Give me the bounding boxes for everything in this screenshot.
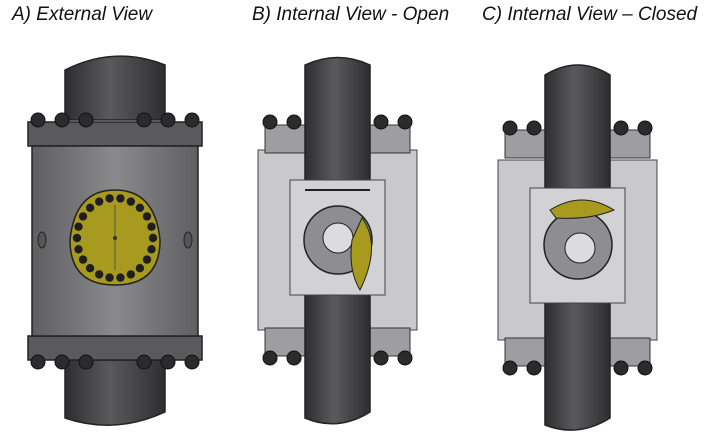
cover-bolt-icon <box>142 255 152 264</box>
bolt-icon <box>526 120 542 136</box>
upper-flange <box>27 121 203 147</box>
bolt-icon <box>373 350 389 366</box>
bolt-icon <box>397 350 413 366</box>
cover-bolt-icon <box>105 273 114 282</box>
bolt-icon <box>184 354 200 370</box>
bolt-icon <box>54 354 70 370</box>
disc-closed <box>549 199 616 219</box>
left-port-icon <box>37 231 47 249</box>
bolt-icon <box>262 350 278 366</box>
right-port-icon <box>183 231 193 249</box>
bolt-icon <box>30 354 46 370</box>
lower-pipe <box>544 301 611 431</box>
bolt-icon <box>136 354 152 370</box>
flange-bolts <box>262 114 413 366</box>
bolt-icon <box>526 360 542 376</box>
flange-bolts <box>502 120 653 376</box>
bolt-icon <box>637 120 653 136</box>
caption-internal-view-closed: C) Internal View – Closed <box>482 4 698 25</box>
cover-bolt-icon <box>126 270 135 279</box>
cover-bolt-icon <box>74 245 83 254</box>
stem-gear-icon <box>322 222 354 254</box>
upper-pipe <box>544 64 611 191</box>
external-view-illustration <box>27 55 203 426</box>
cover-bolt-icon <box>85 264 95 273</box>
bolt-icon <box>136 112 152 128</box>
upper-pipe <box>304 56 371 189</box>
bolt-icon <box>160 354 176 370</box>
bolt-icon <box>613 360 629 376</box>
cover-bolt-icon <box>116 273 125 282</box>
lower-pipe <box>304 289 371 425</box>
internal-view-closed-illustration <box>497 64 658 431</box>
lower-flange <box>27 335 203 361</box>
cover-bolt-icon <box>126 197 135 206</box>
bolt-icon <box>30 112 46 128</box>
cover-bolt-icon <box>72 233 82 243</box>
disc-open <box>350 217 372 292</box>
bolt-icon <box>78 354 94 370</box>
bolt-icon <box>160 112 176 128</box>
stem-gear-icon <box>564 232 596 264</box>
lower-pipe <box>64 359 166 426</box>
cover-bolt-icon <box>135 264 145 273</box>
cover-bolt-icon <box>78 255 88 264</box>
cover-bolt-icon <box>78 212 88 221</box>
upper-pipe <box>64 55 166 121</box>
bolt-icon <box>54 112 70 128</box>
cover-bolt-icon <box>95 270 104 279</box>
internal-view-open-illustration <box>257 56 418 425</box>
cover-bolt-icon <box>85 203 95 212</box>
cover-bolt-icon <box>105 194 114 203</box>
bolt-icon <box>502 120 518 136</box>
flange-bolts <box>30 112 200 370</box>
cover-bolt-icon <box>135 203 145 212</box>
bolt-icon <box>502 360 518 376</box>
cover-bolt-icon <box>95 197 104 206</box>
cover-bolt-icon <box>147 222 156 231</box>
bolt-icon <box>637 360 653 376</box>
bolted-cover-plate <box>69 189 161 286</box>
caption-internal-view-open: B) Internal View - Open <box>252 4 450 25</box>
cover-bolt-icon <box>147 245 156 254</box>
bolt-icon <box>78 112 94 128</box>
bolt-icon <box>262 114 278 130</box>
bolt-icon <box>286 350 302 366</box>
bolt-icon <box>184 112 200 128</box>
cover-bolt-icon <box>142 212 152 221</box>
bolt-icon <box>397 114 413 130</box>
bolt-icon <box>613 120 629 136</box>
cover-bolt-icon <box>148 233 158 243</box>
cover-bolt-icon <box>74 222 83 231</box>
bolt-icon <box>286 114 302 130</box>
bolt-icon <box>373 114 389 130</box>
cover-bolt-icon <box>116 194 125 203</box>
caption-external-view: A) External View <box>12 4 153 25</box>
